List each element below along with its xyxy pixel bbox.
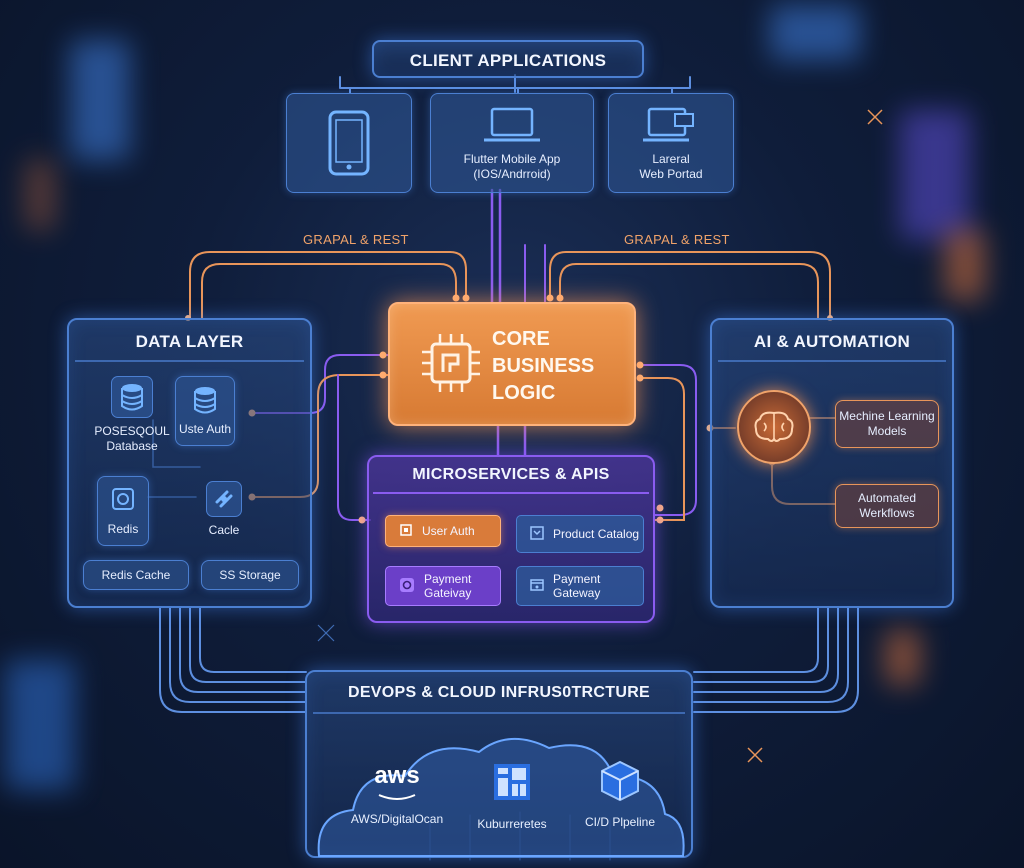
core-business-logic-title: CORE BUSINESS LOGIC [492, 328, 595, 404]
payment-gateway-right-label: Payment Gateway [553, 572, 601, 600]
redis-cache-chip[interactable]: Redis Cache [83, 560, 189, 590]
cache-label: Cacle [208, 522, 240, 537]
aws-tile[interactable]: aws AWS/DigitalOcan [337, 762, 457, 827]
payment-window-icon [529, 577, 545, 596]
devops-panel: DEVOPS & CLOUD INFRUS0TRCTURE aws AWS/Di… [305, 670, 693, 858]
brain-icon [737, 390, 811, 464]
client-applications-header: CLIENT APPLICATIONS [372, 40, 644, 78]
bg-bokeh [945, 230, 985, 300]
postgres-database-label: POSESQOUL Database [94, 424, 170, 453]
web-portal-tile[interactable]: Lareral Web Portad [608, 93, 734, 193]
ai-automation-panel: AI & AUTOMATION Mechine Learning Models … [710, 318, 954, 608]
mobile-device-tile[interactable] [286, 93, 412, 193]
automated-workflows-tile[interactable]: Automated Werkflows [835, 484, 939, 528]
bg-bokeh [5, 660, 75, 790]
product-catalog-label: Product Catalog [553, 527, 640, 541]
laptop-icon [482, 106, 542, 144]
flutter-mobile-app-label: Flutter Mobile App (IOS/Andrroid) [463, 152, 561, 181]
payment-gateway-left-label: Payment Gateivay [424, 572, 472, 600]
microservices-title: MICROSERVICES & APIS [412, 466, 610, 483]
payment-gateway-service-right[interactable]: Payment Gateway [516, 566, 644, 606]
ml-models-tile[interactable]: Mechine Learning Models [835, 400, 939, 448]
connector-label-right: GRAPAL & REST [624, 232, 730, 247]
web-portal-label: Lareral Web Portad [639, 152, 703, 181]
s3-storage-chip[interactable]: SS Storage [201, 560, 299, 590]
ai-automation-title: AI & AUTOMATION [753, 332, 911, 351]
connector-label-left: GRAPAL & REST [303, 232, 409, 247]
ml-models-label: Mechine Learning Models [839, 409, 935, 438]
product-catalog-service[interactable]: Product Catalog [516, 515, 644, 553]
aws-logo: aws [374, 762, 420, 789]
user-auth-db-tile[interactable]: Uste Auth [175, 376, 235, 446]
aws-label: AWS/DigitalOcan [350, 812, 444, 826]
payment-icon [398, 576, 416, 597]
link-icon [206, 480, 242, 517]
bg-bokeh [885, 630, 920, 685]
kubernetes-label: Kuburreretes [477, 817, 547, 831]
data-layer-panel: DATA LAYER POSESQOUL Database Uste Auth … [67, 318, 312, 608]
redis-label: Redis [107, 521, 139, 536]
cicd-tile[interactable]: CI/D Plpeline [565, 760, 675, 829]
user-auth-service[interactable]: User Auth [385, 515, 501, 547]
user-auth-db-label: Uste Auth [178, 421, 232, 436]
microservices-panel: MICROSERVICES & APIS User Auth Product C… [367, 455, 655, 623]
catalog-window-icon [529, 525, 545, 544]
bg-bokeh [25, 160, 55, 230]
cicd-label: CI/D Plpeline [584, 815, 656, 829]
kubernetes-tile[interactable]: Kuburreretes [467, 762, 557, 831]
bg-bokeh [900, 110, 970, 240]
chip-icon [398, 522, 414, 541]
monitor-window-icon [641, 106, 701, 144]
redis-tile[interactable]: Redis [97, 476, 149, 546]
bg-bokeh [770, 5, 860, 60]
postgres-database-tile[interactable]: POSESQOUL Database [94, 374, 170, 456]
cpu-chip-icon [416, 328, 486, 398]
core-business-logic-box[interactable]: CORE BUSINESS LOGIC [388, 302, 636, 426]
smartphone-icon [327, 110, 371, 176]
redis-cache-label: Redis Cache [101, 567, 171, 582]
cache-tile[interactable]: Cacle [199, 474, 249, 544]
automated-workflows-label: Automated Werkflows [857, 491, 917, 520]
payment-gateway-service-left[interactable]: Payment Gateivay [385, 566, 501, 606]
data-layer-title: DATA LAYER [135, 332, 244, 351]
kubernetes-grid-icon [494, 764, 530, 800]
cube-icon [601, 760, 639, 802]
flutter-mobile-app-tile[interactable]: Flutter Mobile App (IOS/Andrroid) [430, 93, 594, 193]
database-icon [193, 386, 217, 414]
server-box-icon [110, 486, 136, 512]
aws-smile-icon [378, 794, 416, 800]
user-auth-service-label: User Auth [422, 524, 475, 538]
database-icon [111, 376, 153, 418]
s3-storage-label: SS Storage [219, 567, 281, 582]
client-applications-title: CLIENT APPLICATIONS [409, 51, 607, 70]
devops-title: DEVOPS & CLOUD INFRUS0TRCTURE [347, 684, 651, 701]
bg-bokeh [70, 40, 130, 160]
